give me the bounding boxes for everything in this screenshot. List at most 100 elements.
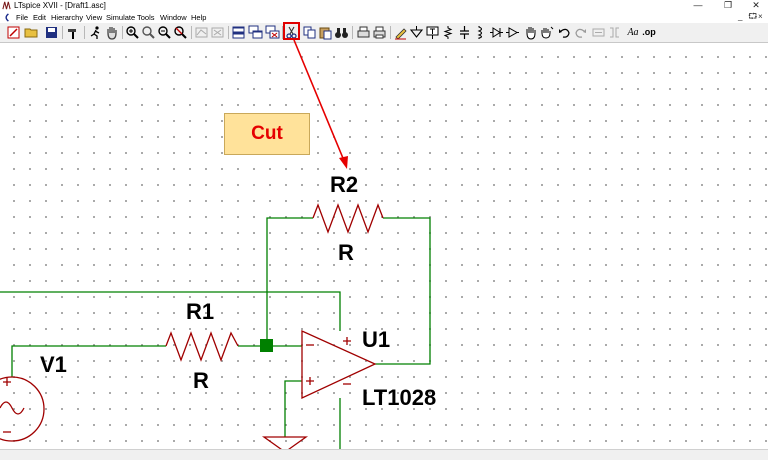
window-title: LTspice XVII - [Draft1.asc] bbox=[14, 1, 106, 10]
wire-noninverting-to-ground[interactable] bbox=[284, 380, 302, 437]
menu-help[interactable]: Help bbox=[191, 13, 207, 22]
v1-sine-wave bbox=[0, 401, 25, 415]
menu-simulate[interactable]: Simulate bbox=[106, 13, 136, 22]
hammer-icon bbox=[68, 29, 76, 39]
annotation-arrowhead bbox=[339, 156, 348, 169]
r1-resistor-symbol[interactable] bbox=[165, 331, 239, 362]
run-button[interactable] bbox=[88, 25, 103, 40]
menu-window[interactable]: Window bbox=[160, 13, 187, 22]
rotate-button[interactable] bbox=[591, 25, 606, 40]
autoscale-button[interactable] bbox=[194, 25, 209, 40]
menu-file[interactable]: File bbox=[16, 13, 29, 22]
menu-hierarchy[interactable]: Hierarchy bbox=[51, 13, 84, 22]
running-man-icon bbox=[90, 26, 100, 39]
menu-edit[interactable]: Edit bbox=[33, 13, 46, 22]
menu-tools[interactable]: Tools bbox=[137, 13, 155, 22]
zoom-fit-button[interactable] bbox=[173, 25, 188, 40]
zoom-in-icon bbox=[126, 26, 139, 39]
schematic-canvas[interactable] bbox=[0, 43, 768, 449]
delete-trace-button[interactable] bbox=[210, 25, 225, 40]
redo-button[interactable] bbox=[573, 25, 588, 40]
move-button[interactable] bbox=[523, 25, 538, 40]
mirror-button[interactable] bbox=[607, 25, 622, 40]
mdi-minimize-button[interactable]: _ bbox=[738, 12, 743, 21]
save-button[interactable] bbox=[44, 25, 59, 40]
open-folder-icon bbox=[24, 28, 38, 38]
title-bar: LTspice XVII - [Draft1.asc] — ❐ ✕ bbox=[0, 0, 768, 12]
v1-source-symbol[interactable] bbox=[0, 376, 45, 442]
pencil-icon bbox=[395, 28, 407, 40]
paste-button[interactable] bbox=[318, 25, 333, 40]
u1-name-label: U1 bbox=[362, 327, 391, 352]
u1-opamp-symbol[interactable] bbox=[301, 329, 377, 400]
ground-symbol[interactable] bbox=[261, 436, 309, 453]
annotation-arrow-line bbox=[293, 39, 346, 164]
cascade-windows-button[interactable] bbox=[248, 25, 263, 40]
mdi-close-button[interactable]: × bbox=[758, 12, 763, 21]
drag-hand-icon bbox=[541, 26, 554, 39]
spice-directive-button[interactable]: .op bbox=[642, 27, 656, 37]
save-icon bbox=[46, 27, 57, 38]
open-button[interactable] bbox=[24, 25, 39, 40]
resistor-button[interactable] bbox=[441, 25, 456, 40]
new-schematic-button[interactable] bbox=[6, 25, 21, 40]
print-setup-button[interactable] bbox=[356, 25, 371, 40]
ground-icon bbox=[409, 26, 424, 38]
toolbar-separator bbox=[62, 26, 63, 39]
ground-button[interactable] bbox=[409, 25, 424, 40]
new-schematic-icon bbox=[7, 26, 20, 39]
document-icon[interactable] bbox=[3, 13, 12, 22]
redo-icon bbox=[575, 28, 586, 38]
cascade-windows-icon bbox=[248, 25, 263, 39]
component-button[interactable] bbox=[505, 25, 520, 40]
zoom-in-button[interactable] bbox=[125, 25, 140, 40]
pan-button[interactable] bbox=[141, 25, 156, 40]
control-panel-button[interactable] bbox=[66, 25, 81, 40]
wire-top-rail[interactable] bbox=[0, 291, 341, 331]
diode-button[interactable] bbox=[489, 25, 504, 40]
toolbar-separator bbox=[282, 26, 283, 39]
draw-wire-button[interactable] bbox=[393, 25, 408, 40]
zoom-out-icon bbox=[158, 26, 171, 39]
capacitor-button[interactable] bbox=[457, 25, 472, 40]
toolbar-separator bbox=[191, 26, 192, 39]
printer-icon bbox=[373, 26, 386, 39]
r1-name-label: R1 bbox=[186, 299, 215, 324]
component-icon bbox=[506, 27, 519, 38]
close-windows-button[interactable] bbox=[265, 25, 280, 40]
text-button[interactable]: Aa bbox=[627, 27, 639, 38]
inductor-button[interactable] bbox=[473, 25, 488, 40]
undo-button[interactable] bbox=[557, 25, 572, 40]
r2-name-label: R2 bbox=[330, 172, 359, 197]
wire-v1-to-r1[interactable] bbox=[11, 345, 166, 377]
minimize-button[interactable]: — bbox=[693, 0, 703, 10]
find-button[interactable] bbox=[334, 25, 349, 40]
printer-setup-icon bbox=[357, 26, 370, 38]
zoom-out-button[interactable] bbox=[157, 25, 172, 40]
copy-icon bbox=[303, 26, 316, 39]
u1-value-label: LT1028 bbox=[362, 385, 437, 410]
autoscale-icon bbox=[195, 27, 208, 38]
restore-button[interactable]: ❐ bbox=[723, 0, 733, 10]
toolbar-separator bbox=[352, 26, 353, 39]
wire-junction[interactable] bbox=[260, 339, 273, 352]
opamp-noninverting-sign bbox=[306, 377, 314, 385]
drag-button[interactable] bbox=[539, 25, 554, 40]
wire-feedback-left[interactable] bbox=[266, 217, 313, 346]
wire-feedback-right[interactable] bbox=[375, 217, 431, 365]
hand-stop-icon bbox=[107, 27, 117, 40]
halt-button[interactable] bbox=[104, 25, 119, 40]
label-net-button[interactable] bbox=[425, 25, 440, 40]
print-button[interactable] bbox=[372, 25, 387, 40]
copy-button[interactable] bbox=[302, 25, 317, 40]
menu-view[interactable]: View bbox=[86, 13, 103, 22]
rotate-icon bbox=[592, 28, 605, 37]
status-bar bbox=[0, 449, 768, 460]
r2-resistor-symbol[interactable] bbox=[312, 203, 384, 234]
mdi-restore-button[interactable]: ⮔ bbox=[748, 12, 758, 21]
close-button[interactable]: ✕ bbox=[752, 0, 760, 10]
v1-name-label: V1 bbox=[40, 352, 67, 377]
tile-windows-button[interactable] bbox=[231, 25, 246, 40]
wires bbox=[0, 217, 431, 449]
